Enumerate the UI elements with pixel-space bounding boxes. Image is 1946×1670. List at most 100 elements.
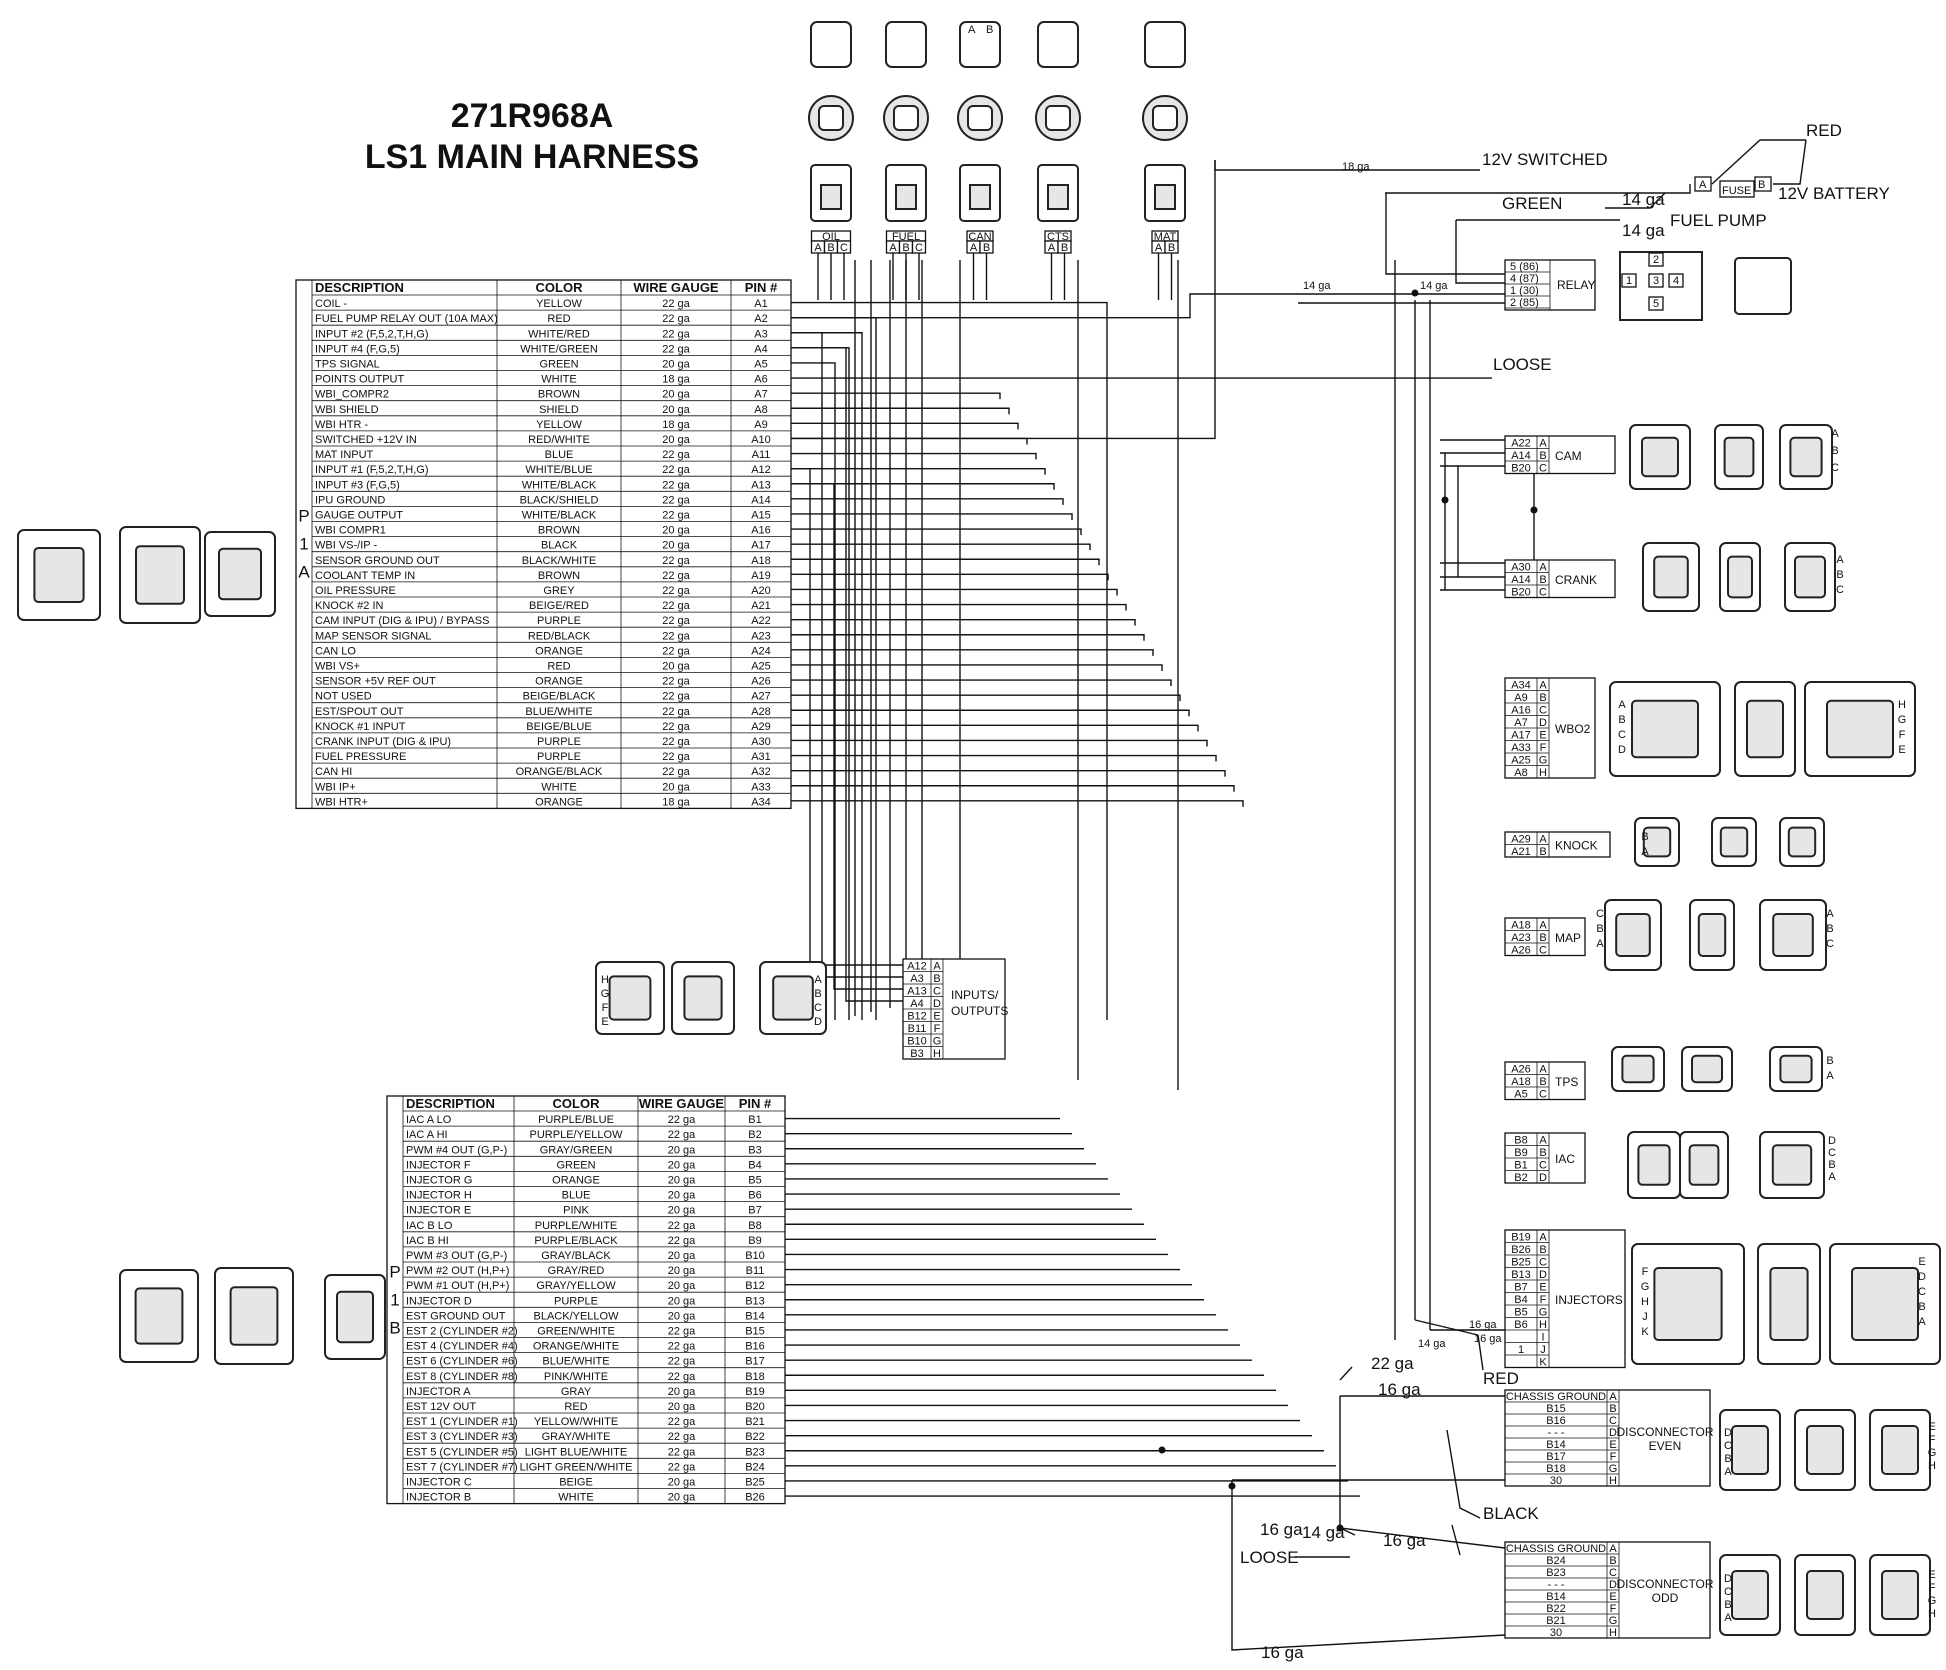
io-housing-pin-letter: G xyxy=(601,988,610,1000)
label-16ga-inj-b: 16 ga xyxy=(1474,1333,1502,1345)
p1b-cell-description: EST GROUND OUT xyxy=(406,1310,506,1322)
p1a-cell-pin: A16 xyxy=(751,525,771,537)
p1a-cell-gauge: 22 ga xyxy=(662,676,690,688)
wbo2-plug-pin-letter: C xyxy=(1618,729,1626,741)
p1a-face-icon-insert xyxy=(135,545,185,605)
p1a-cell-color: WHITE/BLACK xyxy=(522,510,597,522)
disc-even-pin-letter: D xyxy=(1609,1427,1617,1439)
p1b-cell-description: EST 5 (CYLINDER #5) xyxy=(406,1446,518,1458)
cam-housing-pin-letter: C xyxy=(1831,462,1839,474)
p1b-cell-description: EST 6 (CYLINDER #6) xyxy=(406,1356,518,1368)
p1a-cell-gauge: 20 ga xyxy=(662,661,690,673)
p1b-cell-color: GRAY/WHITE xyxy=(542,1431,611,1443)
map-plug-pin-letter: C xyxy=(1596,908,1604,920)
conn-pin-letter: B xyxy=(1539,846,1546,858)
p1b-cell-description: IAC A HI xyxy=(406,1129,448,1141)
conn-pin-letter: A xyxy=(1539,680,1547,692)
disc-odd-pin-source: B24 xyxy=(1546,1555,1566,1567)
wire-p1a-fanout xyxy=(791,634,1145,641)
conn-pin-source: B7 xyxy=(1514,1282,1527,1294)
connector-drawings: ABCABCABCDHGFEBACBAABCBADCBAFGHJKEDCBAHG… xyxy=(17,424,1941,1636)
cam-housing-pin-letter: A xyxy=(1831,428,1839,440)
conn-pin-letter: C xyxy=(1539,1160,1547,1172)
crank-housing-icon-insert xyxy=(1794,555,1826,599)
disc-odd-pin-letter: E xyxy=(1609,1591,1616,1603)
conn-pin-source: A18 xyxy=(1511,920,1531,932)
p1a-side-letter: P xyxy=(298,507,309,526)
io-pin-letter: A xyxy=(933,961,941,973)
p1b-cell-pin: B15 xyxy=(745,1326,765,1338)
inj-plug-pin-letter: K xyxy=(1641,1326,1649,1338)
p1b-cell-color: PINK/WHITE xyxy=(544,1371,608,1383)
p1b-cell-color: GRAY/RED xyxy=(548,1265,605,1277)
p1b-cell-color: GRAY xyxy=(561,1386,592,1398)
p1a-cell-gauge: 18 ga xyxy=(662,374,690,386)
inj-housing-pin-letter: D xyxy=(1918,1271,1926,1283)
p1a-cell-description: WBI_COMPR2 xyxy=(315,389,389,401)
conn-pin-letter: D xyxy=(1539,1269,1547,1281)
even-pin-letter-left: C xyxy=(1724,1440,1732,1452)
io-pin-letter: E xyxy=(933,1011,940,1023)
p1a-cell-gauge: 22 ga xyxy=(662,706,690,718)
p1b-cell-gauge: 22 ga xyxy=(668,1446,696,1458)
wire-junction xyxy=(1411,289,1419,297)
p1b-face-icon-insert xyxy=(229,1286,279,1346)
p1a-cell-color: WHITE xyxy=(541,781,576,793)
p1a-cell-gauge: 18 ga xyxy=(662,796,690,808)
conn-pin-letter: E xyxy=(1539,1282,1546,1294)
p1a-cell-pin: A25 xyxy=(751,661,771,673)
p1a-cell-description: MAP SENSOR SIGNAL xyxy=(315,630,432,642)
p1a-cell-gauge: 22 ga xyxy=(662,298,690,310)
p1a-cell-color: WHITE/BLACK xyxy=(522,479,597,491)
io-pin-letter: D xyxy=(933,998,941,1010)
wire-p1a-fanout xyxy=(791,724,1199,732)
p1a-header-color: COLOR xyxy=(536,280,584,295)
disc-odd-pin-letter: F xyxy=(1610,1603,1617,1615)
p1b-cell-gauge: 20 ga xyxy=(668,1295,696,1307)
label-14ga-battery: 14 ga xyxy=(1622,190,1665,209)
label-fuse: FUSE xyxy=(1722,185,1751,197)
p1a-cell-pin: A26 xyxy=(751,676,771,688)
p1b-cell-description: PWM #1 OUT (H,P+) xyxy=(406,1280,509,1292)
p1b-cell-pin: B20 xyxy=(745,1401,765,1413)
top-conn-latch-icon xyxy=(895,184,917,210)
p1b-cell-gauge: 20 ga xyxy=(668,1401,696,1413)
p1b-cell-gauge: 20 ga xyxy=(668,1492,696,1504)
wbo2-plug-pin-letter: A xyxy=(1618,699,1626,711)
top-conn-fuel-label: FUEL xyxy=(892,231,920,243)
p1a-cell-gauge: 22 ga xyxy=(662,343,690,355)
conn-pin-source: A8 xyxy=(1514,767,1527,779)
conn-pin-letter: B xyxy=(1539,1076,1546,1088)
wire-relay-86 xyxy=(1385,193,1505,275)
p1a-cell-gauge: 22 ga xyxy=(662,570,690,582)
conn-pin-letter: A xyxy=(1539,1064,1547,1076)
io-face-icon-insert xyxy=(683,975,723,1021)
p1a-cell-description: GAUGE OUTPUT xyxy=(315,510,403,522)
relay-pin: 5 (86) xyxy=(1510,261,1539,273)
p1a-cell-description: MAT INPUT xyxy=(315,449,374,461)
p1a-cell-gauge: 22 ga xyxy=(662,585,690,597)
cam-housing-pin-letter: B xyxy=(1831,445,1838,457)
p1b-housing-icon-insert xyxy=(134,1287,184,1345)
even-pin-letter-left: B xyxy=(1724,1453,1731,1465)
top-conn-latch-icon xyxy=(820,184,842,210)
conn-pin-letter: C xyxy=(1539,587,1547,599)
p1b-cell-color: PURPLE/WHITE xyxy=(535,1220,618,1232)
p1b-cell-color: BLUE xyxy=(562,1190,591,1202)
io-pin-source: A3 xyxy=(910,973,923,985)
io-plug-pin-letter: B xyxy=(814,988,821,1000)
p1a-cell-gauge: 20 ga xyxy=(662,389,690,401)
p1b-header-color: COLOR xyxy=(553,1096,601,1111)
p1b-cell-pin: B19 xyxy=(745,1386,765,1398)
iac-face-icon-insert xyxy=(1688,1144,1720,1186)
p1b-side-letter: B xyxy=(389,1318,400,1337)
p1b-cell-color: GRAY/YELLOW xyxy=(536,1280,616,1292)
p1a-cell-description: POINTS OUTPUT xyxy=(315,374,405,386)
io-pin-letter: G xyxy=(933,1036,942,1048)
label-loose: LOOSE xyxy=(1493,355,1552,374)
conn-crank-name: CRANK xyxy=(1555,573,1597,587)
p1a-cell-color: GREY xyxy=(543,585,575,597)
p1b-cell-gauge: 22 ga xyxy=(668,1129,696,1141)
even-pin-letter-right: F xyxy=(1929,1434,1936,1446)
conn-pin-letter: K xyxy=(1539,1357,1547,1369)
